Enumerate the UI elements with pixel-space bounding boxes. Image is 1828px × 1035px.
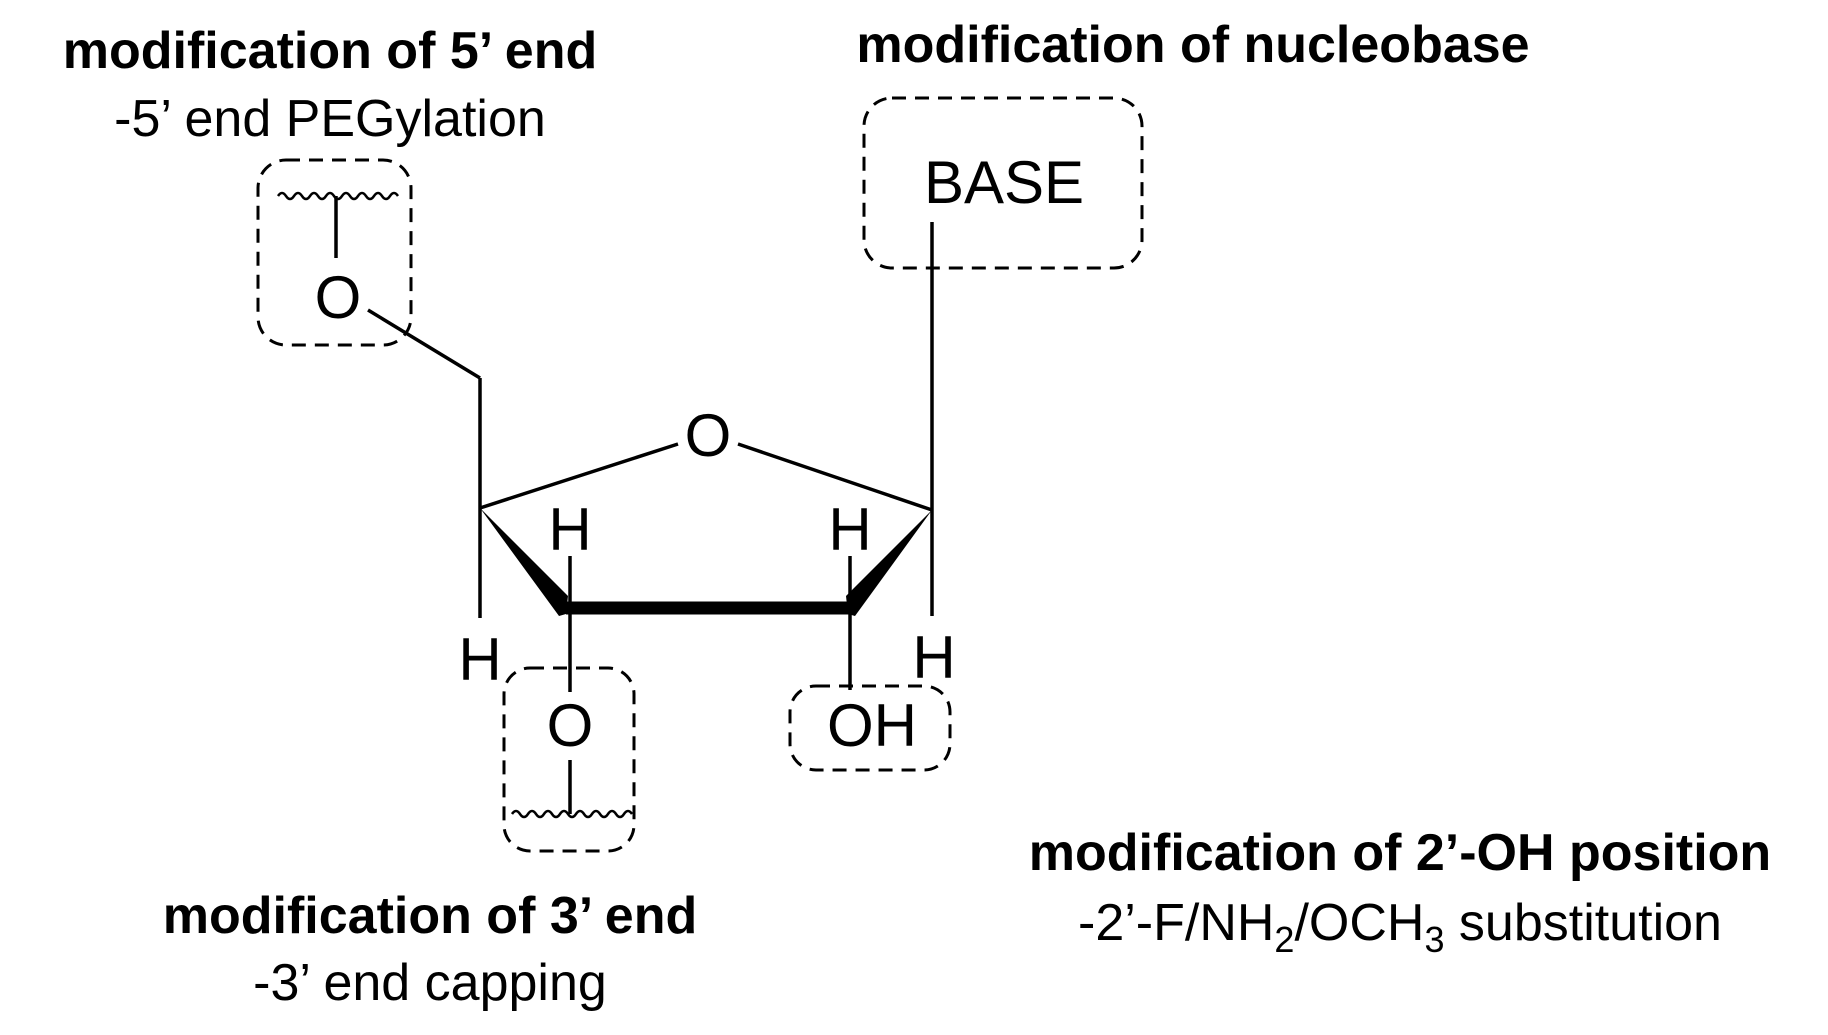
two-prime-heading: modification of 2’-OH position — [1029, 824, 1771, 882]
three-prime-box — [502, 666, 636, 853]
nucleobase-box — [862, 96, 1144, 270]
five-prime-detail: -5’ end PEGylation — [114, 90, 546, 148]
atom-h-c4: H — [458, 626, 501, 693]
bond-oring-c1 — [737, 442, 933, 512]
five-prime-wavy-bond — [276, 191, 400, 201]
two-prime-detail-sub1: 2 — [1274, 919, 1294, 960]
two-prime-detail-suffix: substitution — [1444, 894, 1722, 952]
atom-h-c2: H — [828, 496, 871, 563]
wedge-c1-c2 — [846, 510, 932, 616]
three-prime-detail: -3’ end capping — [253, 954, 607, 1012]
atom-base: BASE — [924, 149, 1084, 216]
bond-c4-oring — [479, 442, 679, 510]
atom-o-5prime: O — [315, 264, 362, 331]
wedge-c4-c3 — [480, 508, 568, 616]
two-prime-oh-box — [788, 684, 952, 772]
five-prime-box — [256, 158, 413, 347]
three-prime-wavy-bond — [510, 809, 634, 819]
five-prime-heading: modification of 5’ end — [63, 22, 597, 80]
three-prime-heading: modification of 3’ end — [163, 887, 697, 945]
bond-o5-c5 — [367, 308, 481, 380]
two-prime-detail: -2’-F/NH2/OCH3 substitution — [1078, 894, 1722, 960]
atom-h-c1: H — [912, 624, 955, 691]
nucleobase-heading: modification of nucleobase — [856, 16, 1529, 74]
two-prime-detail-prefix: -2’-F/NH — [1078, 894, 1274, 952]
atom-o-ring: O — [685, 402, 732, 469]
two-prime-detail-mid: /OCH — [1294, 894, 1424, 952]
atom-h-c3: H — [548, 496, 591, 563]
atom-o-3prime: O — [547, 692, 594, 759]
two-prime-detail-sub2: 3 — [1424, 919, 1444, 960]
atom-oh-2prime: OH — [827, 692, 917, 759]
